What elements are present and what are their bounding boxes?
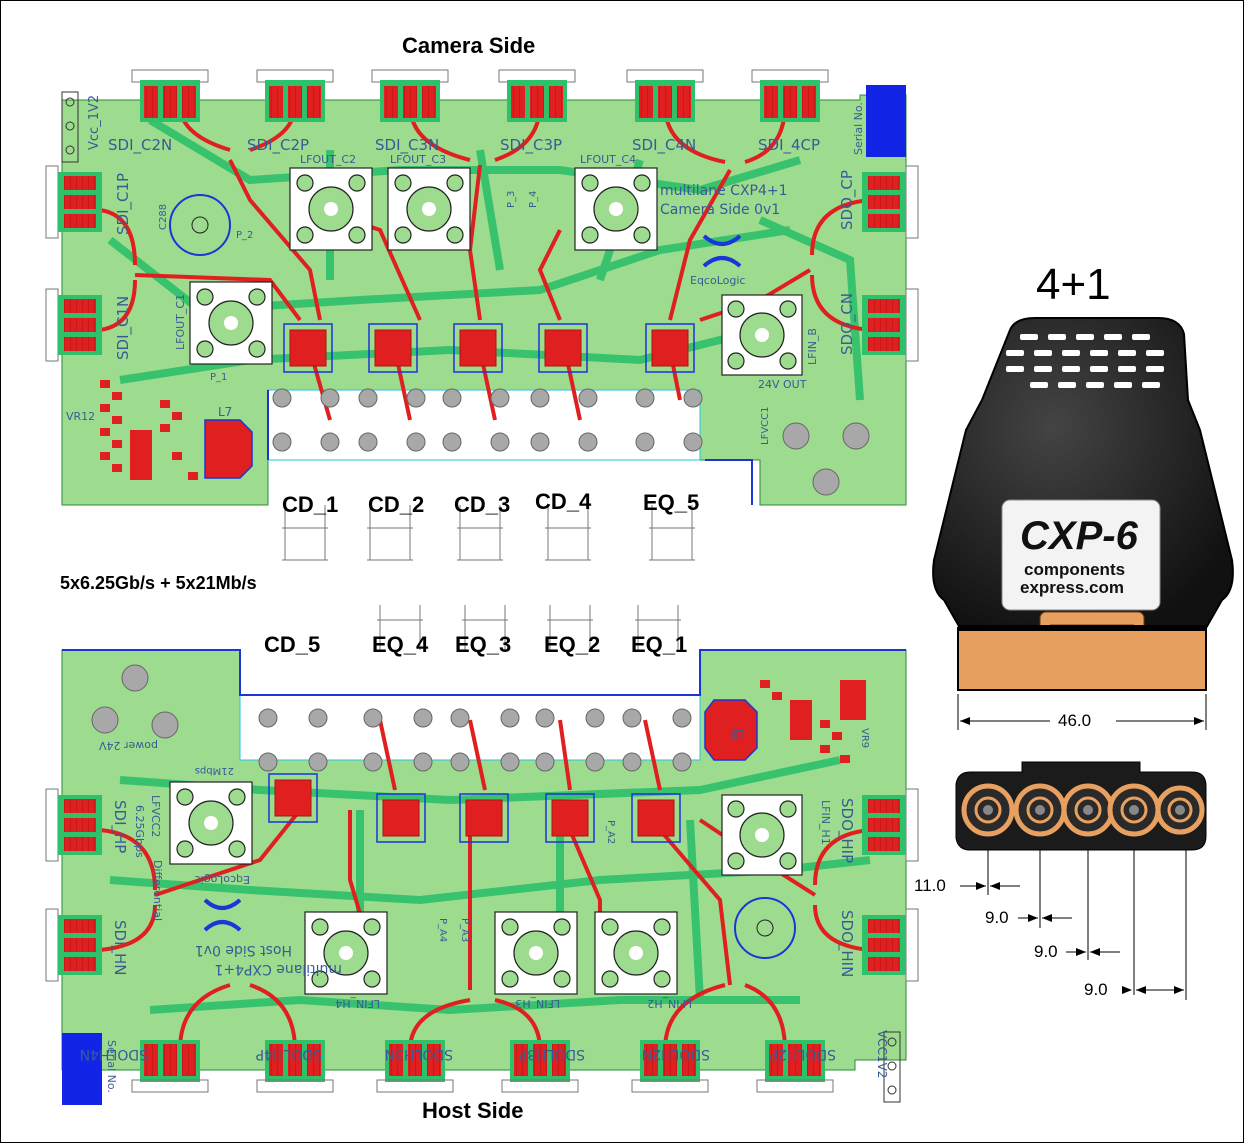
silk-vcc: Vcc_1V2 <box>87 95 102 150</box>
silk-serial: Serial No. <box>852 102 865 155</box>
camera-serial-block <box>866 85 906 157</box>
silk-p1: P_1 <box>210 372 227 383</box>
silk-sdolh3p: SDOLH3P <box>519 1046 585 1062</box>
silk-sdi-c4n: SDI_C4N <box>632 136 696 155</box>
dimension-pitch-2: 9.0 <box>1034 942 1058 961</box>
silk-sdo-hip: SDO_HIP <box>837 798 856 863</box>
silk-pa3: P_A3 <box>459 918 470 942</box>
dimension-pitch-3: 9.0 <box>1084 980 1108 999</box>
silk-c288: C288 <box>158 204 169 230</box>
silk-host-title-1: multilane CXP4+1 <box>214 961 342 977</box>
host-side-connectors <box>45 788 919 982</box>
silk-sdolh2n: SDOLH2N <box>642 1046 710 1062</box>
silk-l8: L8 <box>731 727 745 741</box>
silk-sdi-c2p: SDI_C2P <box>247 136 309 155</box>
silk-host-serial: Serial No. <box>105 1040 118 1093</box>
connector-config-label: 4+1 <box>1036 260 1111 309</box>
channel-label-cd4: CD_4 <box>535 489 592 514</box>
silk-board-title-1: multilane CXP4+1 <box>660 183 788 199</box>
silk-625gbps: 6.25Gbps <box>133 805 146 858</box>
silk-lfout-c1: LFOUT_C1 <box>174 294 187 350</box>
silk-lfout-c3: LFOUT_C3 <box>390 153 446 166</box>
channel-label-cd3: CD_3 <box>454 492 511 517</box>
channel-label-eq4: EQ_4 <box>372 632 429 657</box>
channel-label-eq1: EQ_1 <box>631 632 688 657</box>
silk-24v-out: 24V OUT <box>758 378 807 391</box>
silk-sdi-c1p: SDI_C1P <box>114 173 133 235</box>
dimension-pitch-first: 11.0 <box>914 876 946 895</box>
silk-lfin-h2: LFIN_H2 <box>647 997 692 1010</box>
silk-p4: P_4 <box>528 191 539 208</box>
silk-host-title-2: Host Side 0v1 <box>195 942 292 958</box>
brand-line-2: express.com <box>1020 578 1124 597</box>
silk-board-title-2: Camera Side 0v1 <box>660 202 780 218</box>
host-side-board: SDOLH4N SDOLH4P SDOLH3N SDOLH3P SDOLH2N … <box>45 605 919 1105</box>
host-bottom-connectors <box>131 1040 834 1093</box>
silk-power-24v: power 24V <box>99 739 158 752</box>
silk-lfin-h4: LFIN_H4 <box>335 997 380 1010</box>
dimension-width: 46.0 <box>1058 711 1092 730</box>
silk-lfvcc2: LFVCC2 <box>149 795 162 837</box>
channel-label-cd1: CD_1 <box>282 492 339 517</box>
silk-lfin-h1: LFIN_H1 <box>819 800 832 845</box>
silk-lfout-c2: LFOUT_C2 <box>300 153 356 166</box>
silk-p2: P_2 <box>236 230 253 241</box>
cxp-logo-text: CXP-6 <box>1020 514 1138 558</box>
host-side-title: Host Side <box>422 1098 524 1123</box>
silk-sdolh3n: SDOLH3N <box>385 1046 453 1062</box>
silk-lfvcc1: LFVCC1 <box>760 407 771 446</box>
silk-lfin-h3: LFIN_H3 <box>515 997 560 1010</box>
dimension-pitch-1: 9.0 <box>985 908 1009 927</box>
silk-lfout-c4: LFOUT_C4 <box>580 153 636 166</box>
silk-sdi-c2n: SDI_C2N <box>108 136 172 155</box>
channel-label-eq2: EQ_2 <box>544 632 601 657</box>
silk-host-vcc: VCC1V2 <box>875 1030 889 1078</box>
silk-host-logo: EqcoLogic <box>195 873 250 886</box>
silk-l7: L7 <box>218 405 232 419</box>
data-rate-label: 5x6.25Gb/s + 5x21Mb/s <box>60 573 257 593</box>
silk-sdo-cp: SDO_CP <box>838 170 857 230</box>
silk-sdi-c3n: SDI_C3N <box>375 136 439 155</box>
cxp-connector-photo <box>932 317 1234 1000</box>
silk-vr12: VR12 <box>66 410 95 423</box>
silk-sdi-hn: SDI_HN <box>110 920 129 976</box>
channel-label-eq3: EQ_3 <box>455 632 512 657</box>
silk-sdi-4cp: SDI_4CP <box>758 136 820 155</box>
silk-sdolh2p: SDOLH2P <box>770 1046 836 1062</box>
brand-line-1: components <box>1024 560 1126 579</box>
silk-sdolh4n: SDOLH4N <box>80 1046 148 1062</box>
silk-logo: EqcoLogic <box>690 274 745 287</box>
channel-label-cd5: CD_5 <box>264 632 321 657</box>
silk-differential: Differential <box>151 860 164 921</box>
channel-label-cd2: CD_2 <box>368 492 425 517</box>
silk-sdolh4p: SDOLH4P <box>256 1046 322 1062</box>
silk-21mbps: 21Mbps <box>195 765 234 776</box>
silk-sdi-hp: SDI_HP <box>110 800 129 853</box>
silk-lfin-b: LFIN_B <box>806 328 819 365</box>
channel-label-eq5: EQ_5 <box>643 490 700 515</box>
silk-sdo-hin: SDO_HIN <box>837 910 856 977</box>
camera-side-title: Camera Side <box>402 33 536 58</box>
silk-p3: P_3 <box>506 191 517 208</box>
silk-pa2: P_A2 <box>605 820 616 844</box>
silk-sdi-c3p: SDI_C3P <box>500 136 562 155</box>
host-serial-block <box>62 1033 102 1105</box>
silk-pa4: P_A4 <box>437 918 448 942</box>
camera-side-board: SDI_C2N SDI_C2P SDI_C3N SDI_C3P SDI_C4N … <box>45 69 919 561</box>
silk-sdo-cn: SDO_CN <box>838 293 857 355</box>
silk-vr9: VR9 <box>859 728 870 748</box>
silk-sdi-c1n: SDI_C1N <box>114 296 133 360</box>
camera-top-connectors <box>131 69 829 122</box>
camera-side-connectors <box>45 165 919 362</box>
